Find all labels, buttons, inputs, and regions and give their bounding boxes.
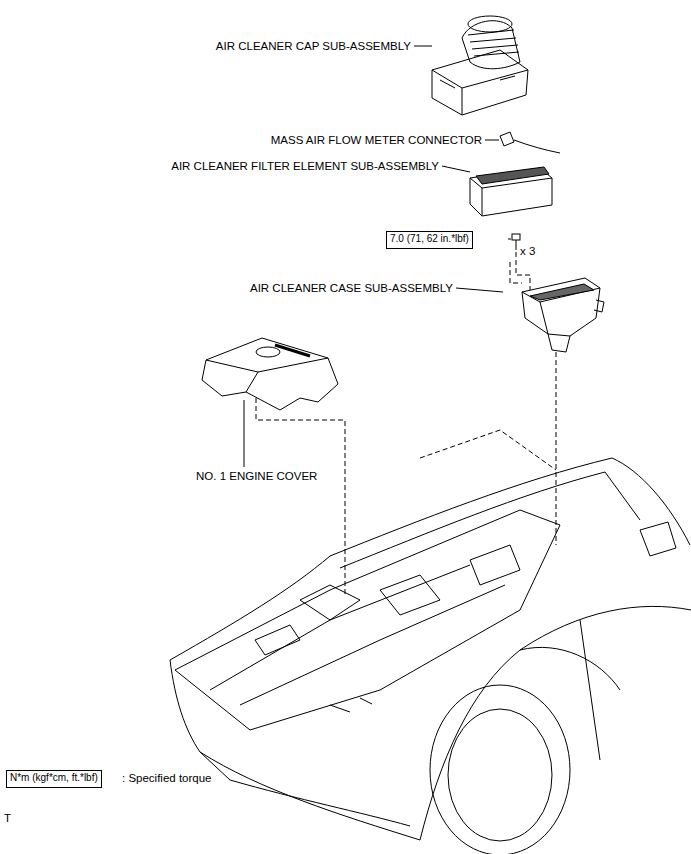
vehicle [170,458,691,854]
maf-connector [500,132,560,153]
part-name: AIR CLEANER FILTER ELEMENT SUB-ASSEMBLY [171,159,439,173]
torque-legend-box: N*m (kgf*cm, ft.*lbf) [6,770,102,788]
part-name: NO. 1 ENGINE COVER [196,469,317,483]
assembly-lines [256,252,556,595]
air-cleaner-case [522,278,604,352]
part-name: AIR CLEANER CAP SUB-ASSEMBLY [216,39,411,53]
note-text: T [4,811,11,825]
torque-spec-box: 7.0 (71, 62 in.*lbf) [386,231,473,249]
note-text: : Specified torque [122,771,212,785]
leader-lines [244,46,511,467]
part-name: MASS AIR FLOW METER CONNECTOR [271,133,482,147]
quantity-label: x 3 [520,244,535,258]
air-cleaner-cap [432,16,528,115]
filter-element [470,167,552,216]
engine-cover [202,338,338,410]
bolt [512,234,520,250]
part-name: AIR CLEANER CASE SUB-ASSEMBLY [250,281,453,295]
torque-text: 7.0 (71, 62 in.*lbf) [390,232,469,246]
torque-text: N*m (kgf*cm, ft.*lbf) [10,771,98,785]
